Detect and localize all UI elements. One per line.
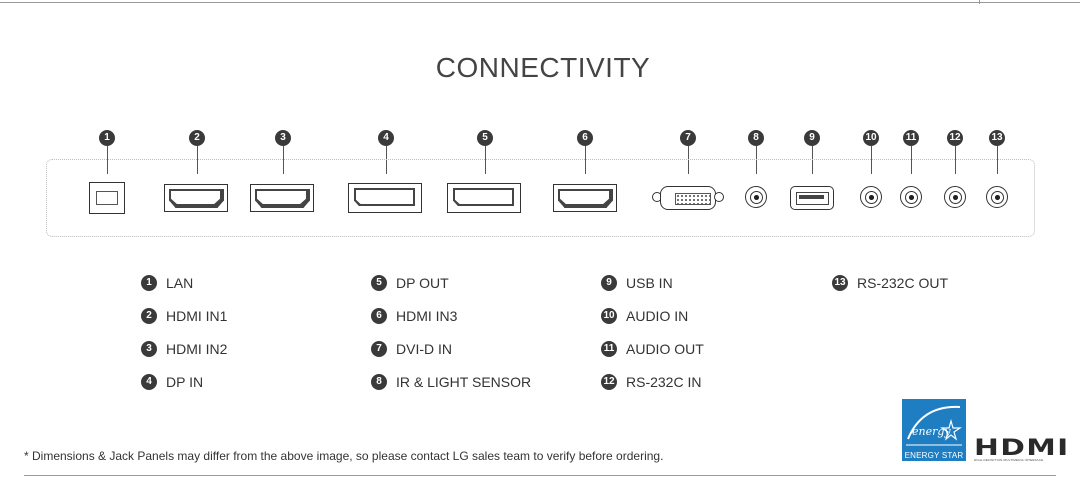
audio-in-jack-icon (860, 186, 882, 208)
legend-number: 12 (601, 374, 617, 390)
leader-line (386, 146, 387, 174)
bottom-rule (24, 475, 1056, 476)
rear-panel-outline (46, 159, 1035, 237)
hdmi-tagline: HIGH-DEFINITION MULTIMEDIA INTERFACE (974, 458, 1044, 462)
legend-number: 10 (601, 308, 617, 324)
legend-item: 1 LAN (141, 273, 193, 293)
dp-out-port-icon (447, 183, 521, 213)
port-marker-7: 7 (680, 130, 696, 146)
legend-item: 13 RS-232C OUT (832, 273, 948, 293)
legend-number: 4 (141, 374, 157, 390)
legend-label: DP OUT (396, 275, 449, 291)
legend-item: 4 DP IN (141, 372, 203, 392)
legend-item: 7 DVI-D IN (371, 339, 452, 359)
leader-line (197, 146, 198, 174)
legend-number: 8 (371, 374, 387, 390)
leader-line (107, 146, 108, 174)
legend-item: 12 RS-232C IN (601, 372, 701, 392)
legend-label: HDMI IN2 (166, 341, 228, 357)
port-marker-8: 8 (748, 130, 764, 146)
legend-number: 11 (601, 341, 617, 357)
leader-line (911, 146, 912, 174)
usb-in-port-icon (790, 186, 834, 210)
leader-line (688, 146, 689, 174)
legend-item: 8 IR & LIGHT SENSOR (371, 372, 531, 392)
hdmi-in2-port-icon (250, 184, 314, 212)
port-marker-5: 5 (477, 130, 493, 146)
port-marker-4: 4 (378, 130, 394, 146)
footnote: * Dimensions & Jack Panels may differ fr… (24, 449, 664, 463)
legend-number: 3 (141, 341, 157, 357)
top-rule (0, 2, 1080, 3)
legend-item: 2 HDMI IN1 (141, 306, 227, 326)
legend-item: 10 AUDIO IN (601, 306, 688, 326)
legend-number: 2 (141, 308, 157, 324)
legend-label: DVI-D IN (396, 341, 452, 357)
leader-line (485, 146, 486, 174)
legend-item: 3 HDMI IN2 (141, 339, 227, 359)
legend-number: 6 (371, 308, 387, 324)
leader-line (756, 146, 757, 174)
port-marker-13: 13 (989, 130, 1005, 146)
lan-port-icon (89, 182, 125, 214)
port-marker-10: 10 (863, 130, 879, 146)
legend-label: IR & LIGHT SENSOR (396, 374, 532, 390)
ir-light-sensor-jack-icon (745, 186, 767, 208)
energy-star-logo: energy ENERGY STAR (902, 399, 966, 461)
legend-number: 1 (141, 275, 157, 291)
page-title: CONNECTIVITY (435, 52, 651, 83)
legend-label: HDMI IN3 (396, 308, 458, 324)
port-marker-9: 9 (804, 130, 820, 146)
legend-number: 7 (371, 341, 387, 357)
port-marker-6: 6 (577, 130, 593, 146)
legend-label: DP IN (166, 374, 204, 390)
hdmi-in3-port-icon (553, 184, 617, 212)
legend-item: 11 AUDIO OUT (601, 339, 704, 359)
legend-label: HDMI IN1 (166, 308, 228, 324)
leader-line (871, 146, 872, 174)
legend-label: RS-232C IN (626, 374, 702, 390)
leader-line (283, 146, 284, 174)
dvi-d-in-port-icon (652, 184, 724, 212)
leader-line (955, 146, 956, 174)
legend-item: 6 HDMI IN3 (371, 306, 457, 326)
port-marker-11: 11 (903, 130, 919, 146)
energy-star-text: ENERGY STAR (904, 451, 964, 460)
energy-star-icon: energy (906, 405, 962, 446)
legend-label: LAN (166, 275, 194, 291)
leader-line (997, 146, 998, 174)
rs232c-in-jack-icon (944, 186, 966, 208)
port-marker-3: 3 (275, 130, 291, 146)
leader-line (585, 146, 586, 174)
port-marker-12: 12 (947, 130, 963, 146)
dp-in-port-icon (348, 183, 422, 213)
top-tick (979, 0, 980, 4)
legend-number: 13 (832, 275, 848, 291)
legend-label: AUDIO IN (626, 308, 689, 324)
legend-number: 9 (601, 275, 617, 291)
port-marker-1: 1 (99, 130, 115, 146)
audio-out-jack-icon (900, 186, 922, 208)
legend-label: AUDIO OUT (626, 341, 704, 357)
leader-line (812, 146, 813, 174)
legend-label: USB IN (626, 275, 673, 291)
legend-item: 5 DP OUT (371, 273, 449, 293)
rs232c-out-jack-icon (986, 186, 1008, 208)
legend-item: 9 USB IN (601, 273, 673, 293)
port-marker-2: 2 (189, 130, 205, 146)
legend-label: RS-232C OUT (857, 275, 949, 291)
legend-number: 5 (371, 275, 387, 291)
energy-star-script: energy (912, 425, 951, 438)
hdmi-logo: HDMI (974, 436, 1070, 461)
hdmi-in1-port-icon (164, 184, 228, 212)
